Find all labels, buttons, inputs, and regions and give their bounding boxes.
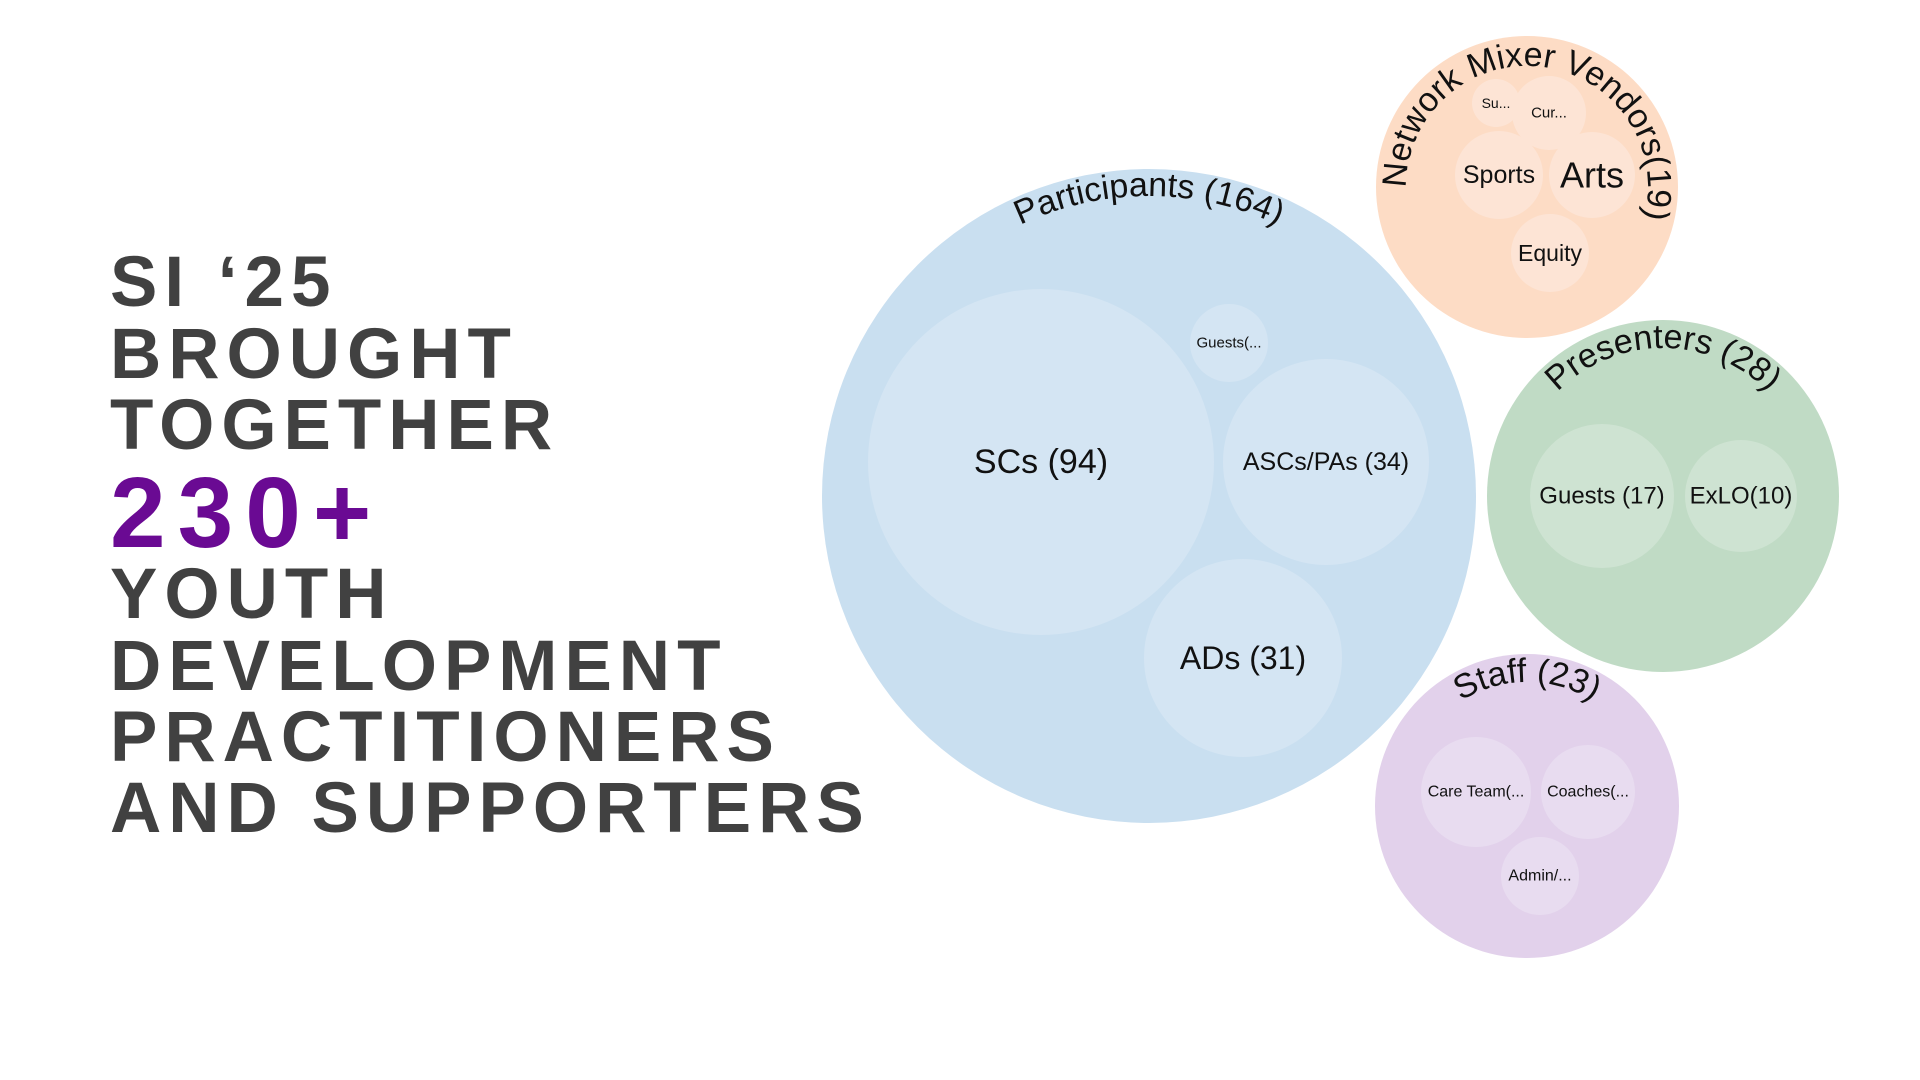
group-network-mixer-vendors[interactable]: Network Mixer Vendors(19) Su... Cur... S… <box>1376 36 1679 338</box>
bubble-ascs-pas[interactable]: ASCs/PAs (34) <box>1223 359 1429 565</box>
bubble-label: Guests(... <box>1196 335 1261 352</box>
bubble-admin[interactable]: Admin/... <box>1501 837 1579 915</box>
bubble-label: Arts <box>1560 155 1624 196</box>
bubble-label: ADs (31) <box>1180 640 1306 676</box>
bubble-ads[interactable]: ADs (31) <box>1144 559 1342 757</box>
headline-number: 230+ <box>110 457 384 569</box>
bubble-label: Cur... <box>1531 105 1567 122</box>
bubble-equity[interactable]: Equity <box>1511 214 1589 292</box>
bubble-label: Care Team(... <box>1428 784 1525 801</box>
bubble-label: Sports <box>1463 161 1535 189</box>
bubble-label: Coaches(... <box>1547 784 1629 801</box>
bubble-guests[interactable]: Guests(... <box>1190 304 1268 382</box>
bubble-scs[interactable]: SCs (94) <box>868 289 1214 635</box>
headline-line-7: AND SUPPORTERS <box>110 769 871 848</box>
bubble-presenter-guests[interactable]: Guests (17) <box>1530 424 1674 568</box>
headline-line-6: PRACTITIONERS <box>110 698 781 777</box>
group-participants[interactable]: Participants (164) SCs (94) Guests(... A… <box>822 166 1476 823</box>
bubble-cur[interactable]: Cur... <box>1512 76 1586 150</box>
headline-line-3: TOGETHER <box>110 386 560 465</box>
bubble-care-team[interactable]: Care Team(... <box>1421 737 1531 847</box>
headline-line-4: YOUTH <box>110 555 394 634</box>
bubble-su[interactable]: Su... <box>1472 79 1520 127</box>
bubble-label: Guests (17) <box>1539 483 1664 510</box>
bubble-label: ASCs/PAs (34) <box>1243 448 1409 476</box>
bubble-exlo[interactable]: ExLO(10) <box>1685 440 1797 552</box>
bubble-label: ExLO(10) <box>1690 483 1793 510</box>
bubble-label: SCs (94) <box>974 443 1108 481</box>
headline-line-5: DEVELOPMENT <box>110 627 728 706</box>
bubble-sports[interactable]: Sports <box>1455 131 1543 219</box>
bubble-label: Equity <box>1518 240 1582 266</box>
group-staff[interactable]: Staff (23) Care Team(... Coaches(... Adm… <box>1375 652 1679 958</box>
bubble-label: Su... <box>1482 95 1511 111</box>
headline-line-1: SI ‘25 <box>110 243 338 322</box>
group-presenters[interactable]: Presenters (28) Guests (17) ExLO(10) <box>1487 318 1839 672</box>
bubble-arts[interactable]: Arts <box>1549 132 1635 218</box>
headline-line-2: BROUGHT <box>110 315 518 394</box>
bubble-label: Admin/... <box>1508 868 1571 885</box>
bubble-coaches[interactable]: Coaches(... <box>1541 745 1635 839</box>
